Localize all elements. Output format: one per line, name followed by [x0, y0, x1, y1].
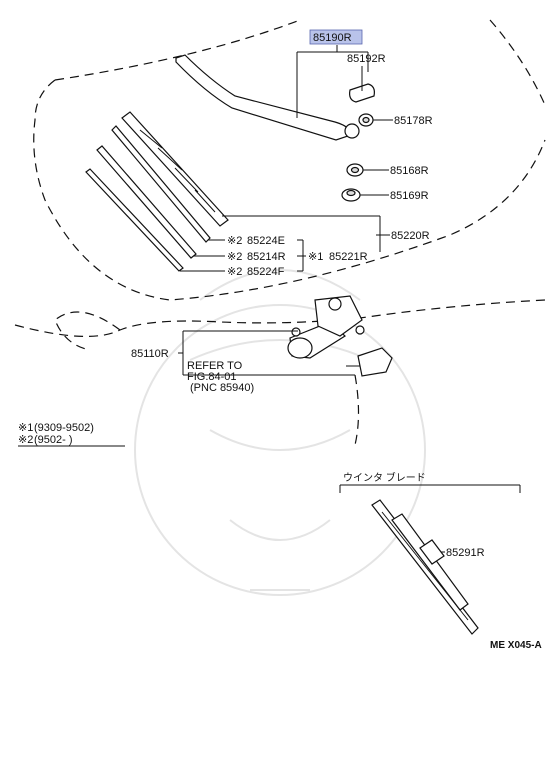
mark-x2-b: ※2: [227, 251, 242, 263]
wiper-blade: [85, 111, 229, 272]
inset-title: ウインタ ブレード: [343, 471, 426, 484]
mark-x2-a: ※2: [227, 235, 242, 247]
part-label-seal[interactable]: 85168R: [390, 165, 429, 177]
legend-mark-2: ※2: [18, 434, 33, 446]
wiper-motor: [287, 295, 393, 377]
part-label-rubber[interactable]: 85214R: [247, 251, 286, 263]
nut: [341, 188, 361, 202]
legend-mark-1: ※1: [18, 422, 33, 434]
seal: [346, 163, 364, 177]
part-label-arm-assy[interactable]: 85190R: [313, 32, 352, 44]
inset-blade: [371, 499, 479, 635]
part-highlight: [309, 29, 363, 45]
refer-line-1: REFER TO: [187, 360, 243, 372]
drawing-code: ME X045-A: [490, 640, 542, 651]
part-label-blade-f[interactable]: 85224F: [247, 266, 285, 278]
window-outline: [14, 19, 546, 446]
part-label-blade-inset[interactable]: 85291R: [446, 547, 485, 559]
nut-cap: [358, 113, 374, 127]
part-label-nut-cap[interactable]: 85178R: [394, 115, 433, 127]
refer-line-2[interactable]: FIG.84-01: [187, 371, 237, 383]
part-label-motor[interactable]: 85110R: [131, 348, 169, 360]
wiper-arm: [175, 54, 360, 141]
mark-x2-c: ※2: [227, 266, 242, 278]
part-label-arm-cap[interactable]: 85192R: [347, 53, 386, 65]
legend-text-1: (9309-9502): [34, 422, 94, 434]
refer-line-3: (PNC 85940): [190, 382, 254, 394]
arm-cap: [349, 83, 375, 103]
part-label-blade-kit[interactable]: 85221R: [329, 251, 368, 263]
part-label-blade-e[interactable]: 85224E: [247, 235, 285, 247]
part-label-blade-assy[interactable]: 85220R: [391, 230, 430, 242]
mark-x1: ※1: [308, 251, 323, 263]
watermark-emblem: [134, 269, 426, 596]
part-label-nut[interactable]: 85169R: [390, 190, 429, 202]
legend-text-2: (9502- ): [34, 434, 73, 446]
leader-lines: [18, 45, 521, 553]
